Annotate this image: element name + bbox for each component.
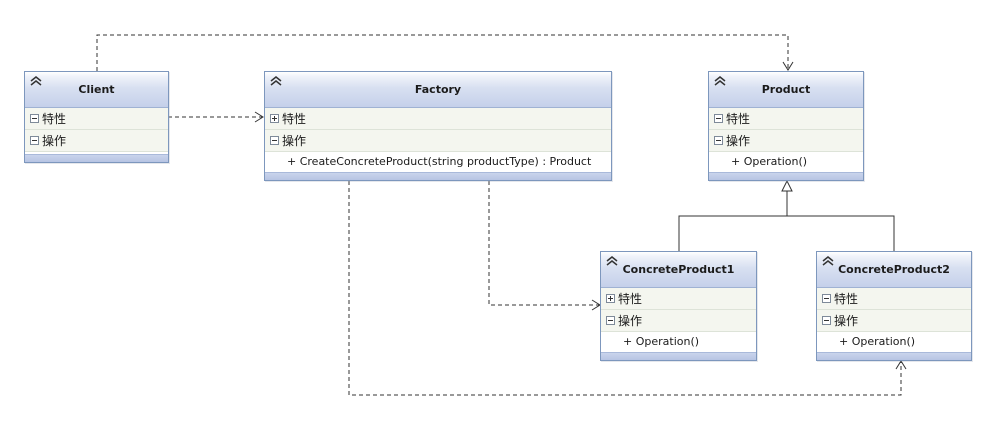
minus-box-icon[interactable] (270, 136, 279, 145)
class-footer (265, 172, 611, 180)
attributes-section[interactable]: 特性 (601, 288, 756, 310)
attributes-section[interactable]: 特性 (25, 108, 168, 130)
operations-section[interactable]: 操作 (817, 310, 971, 332)
arrowhead-factory-concreteproduct2 (895, 360, 907, 370)
class-factory[interactable]: Factory 特性 操作 + CreateConcreteProduct(st… (264, 71, 612, 181)
class-header[interactable]: Client (25, 72, 168, 108)
plus-box-icon[interactable] (270, 114, 279, 123)
minus-box-icon[interactable] (714, 114, 723, 123)
dependency-factory-concreteproduct1 (488, 181, 599, 306)
attributes-section[interactable]: 特性 (817, 288, 971, 310)
arrowhead-factory-concreteproduct1 (591, 299, 601, 311)
generalization-triangle-icon (781, 179, 793, 192)
operations-section[interactable]: 操作 (601, 310, 756, 332)
minus-box-icon[interactable] (714, 136, 723, 145)
class-name: Product (761, 83, 811, 96)
class-footer (25, 154, 168, 162)
class-name: ConcreteProduct1 (622, 263, 735, 276)
generalization-concreteproduct1 (678, 215, 787, 251)
operations-label: 操作 (282, 134, 307, 148)
arrowhead-client-product (782, 61, 794, 71)
class-name: Client (78, 83, 115, 96)
operations-label: 操作 (42, 134, 67, 148)
minus-box-icon[interactable] (30, 114, 39, 123)
class-footer (817, 352, 971, 360)
operation-item[interactable]: + CreateConcreteProduct(string productTy… (265, 152, 611, 170)
class-header[interactable]: ConcreteProduct1 (601, 252, 756, 288)
class-name: Factory (414, 83, 462, 96)
plus-box-icon[interactable] (606, 294, 615, 303)
double-chevron-up-icon[interactable] (30, 76, 42, 86)
attributes-label: 特性 (726, 112, 751, 126)
class-header[interactable]: ConcreteProduct2 (817, 252, 971, 288)
class-name: ConcreteProduct2 (838, 263, 950, 276)
minus-box-icon[interactable] (822, 294, 831, 303)
arrowhead-client-factory (254, 111, 264, 123)
attributes-section[interactable]: 特性 (709, 108, 863, 130)
operations-section[interactable]: 操作 (709, 130, 863, 152)
class-client[interactable]: Client 特性 操作 (24, 71, 169, 163)
operations-label: 操作 (834, 314, 859, 328)
class-concreteproduct1[interactable]: ConcreteProduct1 特性 操作 + Operation() (600, 251, 757, 361)
double-chevron-up-icon[interactable] (822, 256, 834, 266)
class-concreteproduct2[interactable]: ConcreteProduct2 特性 操作 + Operation() (816, 251, 972, 361)
operation-item[interactable]: + Operation() (601, 332, 756, 350)
attributes-label: 特性 (834, 292, 859, 306)
double-chevron-up-icon[interactable] (714, 76, 726, 86)
operation-item[interactable]: + Operation() (817, 332, 971, 350)
minus-box-icon[interactable] (606, 316, 615, 325)
class-header[interactable]: Product (709, 72, 863, 108)
attributes-label: 特性 (618, 292, 643, 306)
double-chevron-up-icon[interactable] (606, 256, 618, 266)
minus-box-icon[interactable] (822, 316, 831, 325)
minus-box-icon[interactable] (30, 136, 39, 145)
dependency-client-product (96, 34, 789, 71)
attributes-section[interactable]: 特性 (265, 108, 611, 130)
operations-section[interactable]: 操作 (265, 130, 611, 152)
class-header[interactable]: Factory (265, 72, 611, 108)
double-chevron-up-icon[interactable] (270, 76, 282, 86)
operations-section[interactable]: 操作 (25, 130, 168, 152)
operation-item[interactable]: + Operation() (709, 152, 863, 170)
operations-label: 操作 (618, 314, 643, 328)
attributes-label: 特性 (282, 112, 307, 126)
class-product[interactable]: Product 特性 操作 + Operation() (708, 71, 864, 181)
generalization-concreteproduct2 (787, 215, 895, 251)
attributes-label: 特性 (42, 112, 67, 126)
operations-label: 操作 (726, 134, 751, 148)
class-footer (709, 172, 863, 180)
class-footer (601, 352, 756, 360)
